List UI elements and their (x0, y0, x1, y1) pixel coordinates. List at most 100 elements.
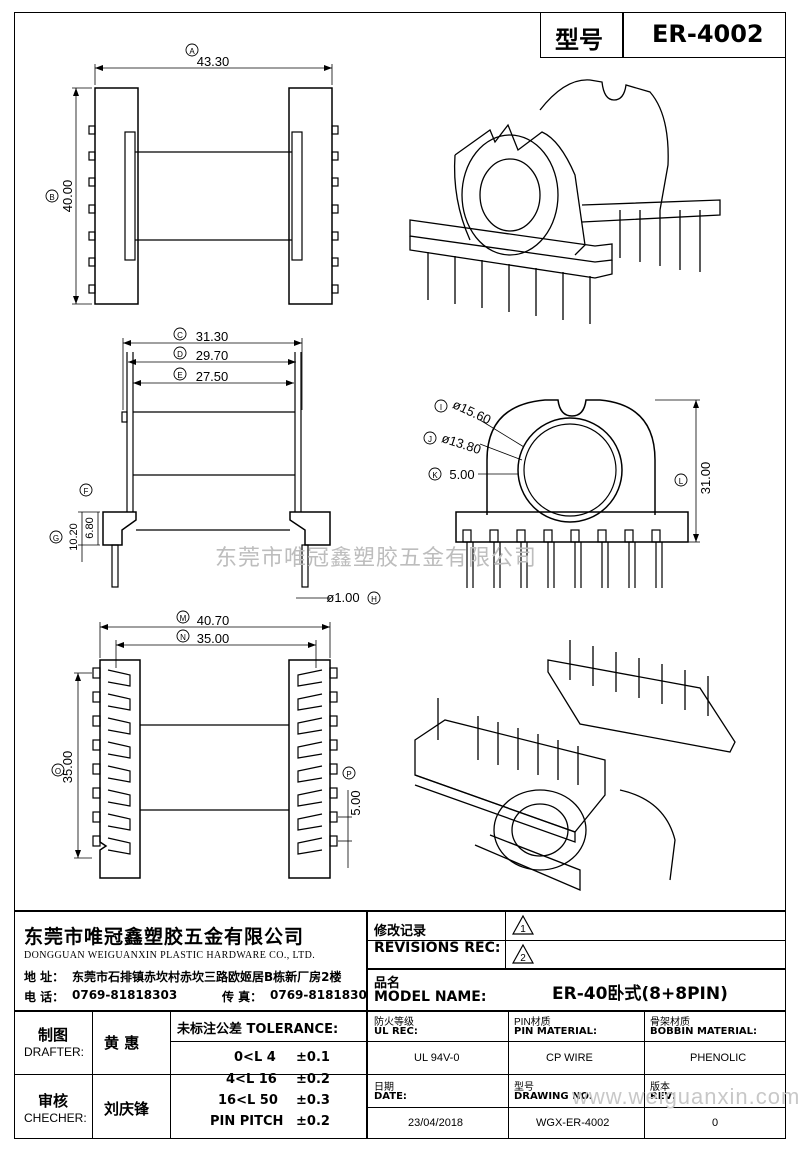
model-value: ER-4002 (652, 20, 764, 48)
svg-text:ø1.00: ø1.00 (326, 590, 359, 605)
tolerance-range: 16<L 50 (218, 1093, 278, 1108)
watermark-text: 东莞市唯冠鑫塑胶五金有限公司 (215, 546, 538, 571)
address-label: 地 址： (24, 970, 65, 984)
svg-text:A: A (189, 47, 195, 56)
rev-label-en: REV: (650, 1091, 676, 1102)
tolerance-value: ±0.2 (296, 1114, 330, 1129)
svg-text:J: J (428, 435, 432, 444)
tolerance-value: ±0.3 (296, 1093, 330, 1108)
svg-text:1: 1 (520, 924, 526, 935)
tolerance-value: ±0.1 (296, 1050, 330, 1065)
svg-text:43.30: 43.30 (197, 54, 230, 69)
address-value: 东莞市石排镇赤坎村赤坎三路欧姬居B栋新厂房2楼 (72, 970, 342, 984)
checker-label-en: CHECHER: (24, 1111, 87, 1125)
tel-value: 0769-81818303 (72, 988, 178, 1002)
ul-value: UL 94V-0 (414, 1052, 460, 1064)
tolerance-title: 未标注公差 TOLERANCE: (177, 1022, 339, 1037)
tolerance-range: 0<L 4 (234, 1050, 276, 1065)
svg-text:10.20: 10.20 (68, 523, 80, 551)
ul-label-cn: 防火等级 (374, 1017, 414, 1028)
technical-drawing: A 43.30 B 40.00 C 31.30 D 29.70 E 27.50 … (45, 43, 736, 891)
watermark-url: www.weiguanxin.com (572, 1084, 800, 1109)
tolerance-range: 4<L 16 (226, 1072, 277, 1087)
dim-label-a: A 43.30 (185, 43, 230, 69)
dim-label-o: O 35.00 (51, 751, 75, 784)
tolerance-value: ±0.2 (296, 1072, 330, 1087)
front-view (78, 338, 331, 599)
svg-text:P: P (346, 770, 351, 779)
dim-label-g: G 10.20 (49, 523, 80, 551)
svg-text:N: N (180, 633, 186, 642)
pin-material-label-cn: PIN材质 (514, 1017, 551, 1028)
checker-value: 刘庆锋 (104, 1100, 150, 1118)
svg-text:H: H (371, 595, 377, 604)
revisions-label-cn: 修改记录 (374, 924, 427, 939)
bobbin-material-value: PHENOLIC (690, 1052, 747, 1064)
company-name-en: DONGGUAN WEIGUANXIN PLASTIC HARDWARE CO.… (24, 950, 316, 961)
iso-view-top (409, 79, 721, 324)
rev-value: 0 (712, 1117, 719, 1129)
bobbin-material-label-cn: 骨架材质 (650, 1017, 690, 1028)
bottom-view (74, 622, 352, 879)
drawing-no-label-cn: 型号 (514, 1082, 534, 1093)
svg-text:40.70: 40.70 (197, 613, 230, 628)
dim-label-n: N 35.00 (176, 629, 230, 646)
svg-text:O: O (55, 767, 61, 776)
svg-text:L: L (679, 477, 684, 486)
model-header-divider (622, 12, 624, 58)
top-view (72, 64, 339, 305)
checker-label-cn: 审核 (38, 1092, 69, 1110)
svg-text:D: D (177, 350, 183, 359)
drafter-value: 黄 惠 (104, 1034, 140, 1052)
svg-text:M: M (180, 614, 187, 623)
model-name-label-en: MODEL NAME: (374, 989, 487, 1005)
bobbin-material-label-en: BOBBIN MATERIAL: (650, 1026, 758, 1037)
drawing-frame (14, 12, 786, 1139)
tel-label: 电 话： (24, 990, 65, 1004)
model-header-box (540, 12, 786, 58)
svg-text:31.30: 31.30 (196, 329, 229, 344)
svg-text:35.00: 35.00 (197, 631, 230, 646)
pin-material-label-en: PIN MATERIAL: (514, 1026, 597, 1037)
model-name-label-cn: 品名 (374, 976, 401, 991)
side-view (455, 399, 700, 588)
fax-label: 传 真： (222, 990, 263, 1004)
rev-label-cn: 版本 (650, 1082, 670, 1093)
revisions-label-en: REVISIONS REC: (374, 940, 501, 956)
svg-text:C: C (177, 331, 183, 340)
svg-text:5.00: 5.00 (348, 790, 363, 815)
model-label: 型号 (555, 26, 603, 54)
svg-text:40.00: 40.00 (60, 180, 75, 213)
date-label-en: DATE: (374, 1091, 407, 1102)
dim-label-b: B 40.00 (45, 180, 75, 213)
dim-label-c: C 31.30 (173, 327, 229, 344)
drawing-no-value: WGX-ER-4002 (536, 1117, 610, 1129)
svg-text:31.00: 31.00 (698, 462, 713, 495)
fax-value: 0769-8181830 (270, 988, 367, 1002)
dim-label-h: ø1.00 H (326, 590, 381, 605)
svg-text:B: B (49, 193, 54, 202)
dim-label-e: E 27.50 (173, 367, 228, 384)
ul-label-en: UL REC: (374, 1026, 418, 1037)
svg-text:F: F (84, 487, 89, 496)
tolerance-range: PIN PITCH (210, 1114, 284, 1129)
revision-triangle-2: 2 (512, 943, 534, 964)
dim-label-j: J ø13.80 (423, 430, 483, 457)
svg-text:E: E (177, 371, 182, 380)
date-value: 23/04/2018 (408, 1117, 464, 1129)
date-label-cn: 日期 (374, 1082, 394, 1093)
drafter-label-cn: 制图 (38, 1026, 69, 1044)
svg-text:35.00: 35.00 (60, 751, 75, 784)
model-name-value: ER-40卧式(8+8PIN) (552, 984, 728, 1004)
svg-text:K: K (432, 471, 438, 480)
pin-material-value: CP WIRE (546, 1052, 593, 1064)
dim-label-k: K 5.00 (428, 467, 475, 482)
drawing-no-label-en: DRAWING NO. (514, 1091, 593, 1102)
dim-label-f: F 6.80 (79, 483, 96, 539)
svg-text:ø13.80: ø13.80 (440, 430, 483, 457)
revision-triangle-1: 1 (512, 914, 534, 935)
dim-label-i: I ø15.60 (434, 397, 493, 428)
svg-text:ø15.60: ø15.60 (450, 397, 493, 428)
company-name-cn: 东莞市唯冠鑫塑胶五金有限公司 (24, 926, 305, 948)
dim-label-p: P 5.00 (342, 766, 363, 816)
